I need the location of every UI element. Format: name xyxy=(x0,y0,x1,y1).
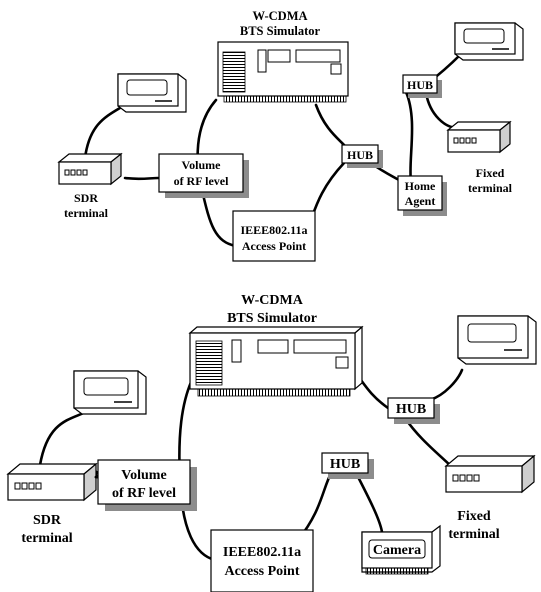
vent-icon xyxy=(222,51,246,93)
bottom-hub-center: HUB xyxy=(321,452,374,479)
top-ap-label-1: IEEE802.11a xyxy=(240,223,307,237)
bottom-volume-label-2: of RF level xyxy=(112,486,176,501)
connector-pins-icon xyxy=(223,95,347,103)
keypad-icon xyxy=(453,137,477,144)
bottom-fixed-label-2: terminal xyxy=(448,527,499,542)
top-fixed-monitor xyxy=(454,22,524,61)
top-bts-title-2: BTS Simulator xyxy=(240,24,321,38)
bottom-volume-label-1: Volume xyxy=(121,468,166,483)
bottom-hub-right-label: HUB xyxy=(396,402,426,417)
bottom-sdr-label-1: SDR xyxy=(33,513,62,528)
top-access-point: IEEE802.11a Access Point xyxy=(232,210,316,262)
bottom-camera-label: Camera xyxy=(373,543,421,558)
top-home-agent-label-1: Home xyxy=(405,179,436,193)
top-sdr-monitor xyxy=(117,73,187,113)
bottom-volume-rf: Volume of RF level xyxy=(94,459,197,511)
top-hub-right-label: HUB xyxy=(407,78,433,92)
connector-pins-icon xyxy=(197,388,351,397)
top-diagram: W-CDMA BTS Simulator xyxy=(57,9,524,262)
top-hub-center: HUB xyxy=(341,144,383,168)
bottom-fixed-terminal: Fixed terminal xyxy=(444,454,536,542)
connector-pins-icon xyxy=(365,567,429,575)
keypad-icon xyxy=(452,474,480,482)
top-sdr-terminal: SDR terminal xyxy=(57,152,123,220)
bottom-camera: Camera xyxy=(361,524,441,575)
top-fixed-terminal: Fixed terminal xyxy=(446,120,513,195)
top-ap-label-2: Access Point xyxy=(242,239,306,253)
bottom-access-point: IEEE802.11a Access Point xyxy=(210,529,314,592)
top-hub-center-label: HUB xyxy=(347,148,373,162)
top-volume-rf: Volume of RF level xyxy=(158,153,249,198)
bottom-ap-label-1: IEEE802.11a xyxy=(223,545,301,560)
bottom-fixed-monitor xyxy=(457,315,537,365)
camera-icon xyxy=(368,539,426,559)
vent-icon xyxy=(195,340,223,386)
bottom-bts-title-1: W-CDMA xyxy=(241,293,304,308)
top-sdr-label-1: SDR xyxy=(74,191,98,205)
top-volume-label-2: of RF level xyxy=(174,174,230,188)
bottom-diagram: W-CDMA BTS Simulator xyxy=(6,293,537,592)
top-volume-label-1: Volume xyxy=(182,158,222,172)
bottom-ap-label-2: Access Point xyxy=(224,564,299,579)
top-bts-title-1: W-CDMA xyxy=(252,9,307,23)
bottom-sdr-label-2: terminal xyxy=(21,531,72,546)
top-home-agent: Home Agent xyxy=(397,175,447,216)
bottom-bts-title-2: BTS Simulator xyxy=(227,311,317,326)
top-sdr-label-2: terminal xyxy=(64,206,109,220)
bottom-hub-right: HUB xyxy=(387,397,440,424)
top-fixed-label-2: terminal xyxy=(468,181,513,195)
bottom-fixed-label-1: Fixed xyxy=(457,509,491,524)
top-bts-simulator: W-CDMA BTS Simulator xyxy=(217,9,349,103)
keypad-icon xyxy=(64,169,88,176)
bottom-bts-simulator: W-CDMA BTS Simulator xyxy=(188,293,364,397)
keypad-icon xyxy=(14,482,42,490)
top-home-agent-label-2: Agent xyxy=(405,194,436,208)
bottom-hub-center-label: HUB xyxy=(330,457,360,472)
top-fixed-label-1: Fixed xyxy=(476,166,505,180)
bottom-sdr-monitor xyxy=(73,370,147,415)
bottom-sdr-terminal: SDR terminal xyxy=(6,462,98,546)
top-hub-right: HUB xyxy=(402,74,442,98)
